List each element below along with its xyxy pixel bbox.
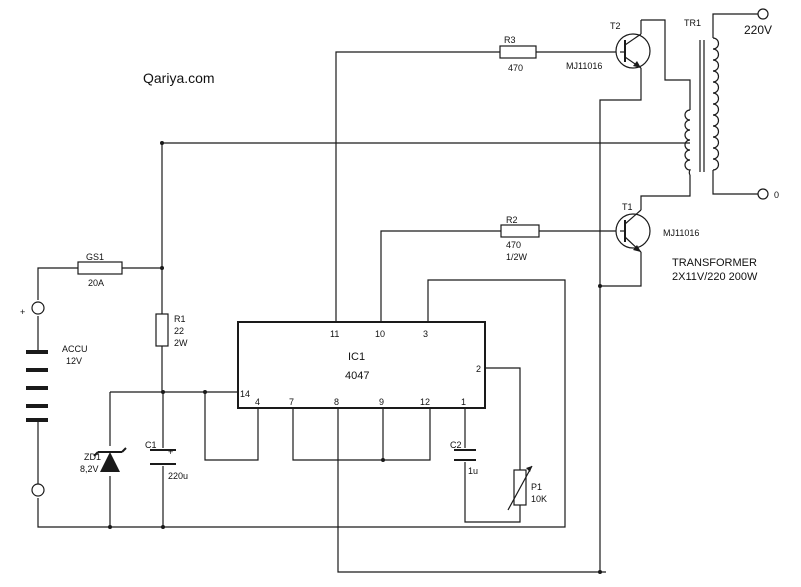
- transformer-line1: TRANSFORMER: [672, 257, 757, 269]
- r2-value-label: 470: [506, 240, 521, 250]
- p1-value-label: 10K: [531, 494, 547, 504]
- ic-part-label: 4047: [345, 370, 369, 382]
- ic-pin-3: 3: [423, 329, 428, 339]
- c1-value-label: 220u: [168, 471, 188, 481]
- potentiometer-p1: P1 10K: [507, 465, 547, 511]
- c2-value-label: 1u: [468, 466, 478, 476]
- capacitor-c1: C1 + 220u: [145, 440, 188, 481]
- battery-minus-terminal: [31, 483, 45, 497]
- r3-value-label: 470: [508, 63, 523, 73]
- fuse-ref-label: GS1: [86, 252, 104, 262]
- zener-zd1: ZD1 8,2V: [80, 447, 127, 474]
- battery-plus-terminal: [31, 301, 45, 315]
- r2-ref-label: R2: [506, 215, 518, 225]
- watermark-text: Qariya.com: [143, 70, 215, 86]
- transformer-line2: 2X11V/220 200W: [672, 271, 758, 283]
- resistor-r2: R2 470 1/2W: [500, 215, 540, 262]
- r3-ref-label: R3: [504, 35, 516, 45]
- battery-voltage-label: 12V: [66, 356, 82, 366]
- junctions: [108, 141, 602, 574]
- output-zero-terminal: [757, 188, 769, 200]
- output-220v-terminal: [757, 8, 769, 20]
- ic-pin-8: 8: [334, 397, 339, 407]
- ic-pin-2: 2: [476, 364, 481, 374]
- resistor-r3: R3 470: [499, 35, 537, 73]
- t1-part-label: MJ11016: [663, 228, 699, 238]
- fuse-gs1: GS1 20A: [77, 252, 123, 288]
- capacitor-c2: C2 1u: [450, 440, 478, 476]
- ic-pin-4: 4: [255, 397, 260, 407]
- battery-accu: + ACCU 12V: [20, 301, 88, 497]
- c1-ref-label: C1: [145, 440, 157, 450]
- r1-power-label: 2W: [174, 338, 188, 348]
- r1-value-label: 22: [174, 326, 184, 336]
- output-terminals: 220V 0: [744, 8, 779, 200]
- battery-name-label: ACCU: [62, 344, 88, 354]
- zd1-ref-label: ZD1: [84, 452, 101, 462]
- fuse-value-label: 20A: [88, 278, 104, 288]
- ic-pin-12: 12: [420, 397, 430, 407]
- t1-ref-label: T1: [622, 202, 633, 212]
- ic-ref-label: IC1: [348, 351, 365, 363]
- output-zero-label: 0: [774, 190, 779, 200]
- ic-pin-1: 1: [461, 397, 466, 407]
- output-voltage-label: 220V: [744, 23, 772, 37]
- p1-ref-label: P1: [531, 482, 542, 492]
- battery-plus-label: +: [20, 307, 25, 317]
- t2-part-label: MJ11016: [566, 61, 602, 71]
- ic-pin-7: 7: [289, 397, 294, 407]
- transistor-t1: T1 MJ11016: [615, 202, 699, 253]
- resistor-r1: R1 22 2W: [155, 313, 188, 348]
- r1-ref-label: R1: [174, 314, 186, 324]
- wiring: [37, 13, 758, 573]
- c2-ref-label: C2: [450, 440, 462, 450]
- r2-power-label: 1/2W: [506, 252, 528, 262]
- tr1-ref-label: TR1: [684, 18, 701, 28]
- zd1-value-label: 8,2V: [80, 464, 99, 474]
- ic-pin-9: 9: [379, 397, 384, 407]
- t2-ref-label: T2: [610, 21, 621, 31]
- transformer-tr1: TR1 TRANSFORMER 2X11V/220 200W: [672, 18, 758, 283]
- ic-pin-10: 10: [375, 329, 385, 339]
- transistor-t2: T2 MJ11016: [566, 21, 651, 71]
- ic-pin-14: 14: [240, 389, 250, 399]
- ic-pin-11: 11: [330, 329, 339, 339]
- ic1-4047: IC1 4047 11 10 3 2 14 4 7 8 9 12 1: [237, 321, 486, 409]
- c1-plus-label: +: [168, 447, 173, 457]
